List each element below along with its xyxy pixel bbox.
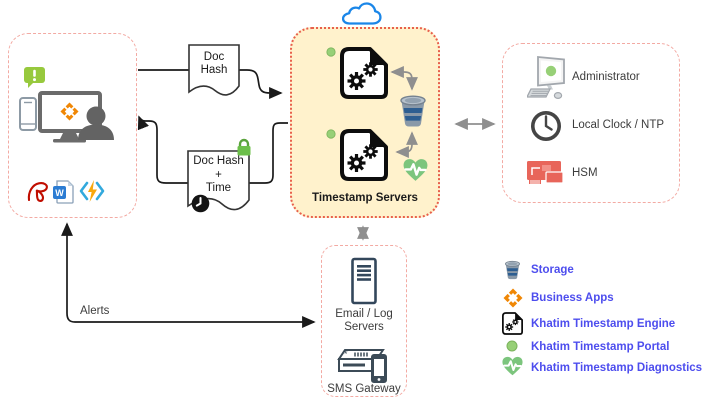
email-log-servers-label: Email / Log Servers [335,308,393,333]
legend-business-apps-icon [503,288,523,308]
hsm-label: HSM [572,167,598,179]
cloud-icon [342,2,382,25]
engine-icon-1 [340,47,388,99]
engine1-storage-arrow [390,66,418,91]
business-users-icons: W [19,67,114,204]
storage-icon [400,95,426,128]
smartphone-icon [19,97,37,131]
sms-gateway-label: SMS Gateway [327,383,401,395]
timestamp-servers-label: Timestamp Servers [312,192,418,204]
sms-modem-icon: * [337,349,387,383]
engine-icon-2 [340,129,388,181]
code-bolt-icon [79,180,105,202]
doc-hash-label-line2: Hash [201,64,228,76]
portal-dot-2 [326,129,336,139]
hsm-card-icon [527,161,564,184]
lock-icon [237,138,251,156]
alert-bubble-icon [24,67,45,88]
legend-storage-label: Storage [531,264,574,276]
doc-hash-time-line2: + [215,169,222,181]
legend-portal-label: Khatim Timestamp Portal [531,341,670,353]
legend-diagnostics-label: Khatim Timestamp Diagnostics [531,362,703,374]
pdf-icon [27,182,48,202]
svg-text:W: W [55,188,64,198]
legend-engine-icon [502,312,523,335]
clock-icon [531,111,561,141]
timestamp-clock-badge-icon [191,194,210,213]
engine2-storage-arrow [395,131,418,158]
legend-engine-label: Khatim Timestamp Engine [531,318,676,330]
alerts-label: Alerts [80,305,110,317]
doc-hash-label-line1: Doc [204,51,225,63]
legend-portal-icon [506,340,518,352]
doc-hash-time-line3: Time [206,182,231,194]
doc-hash-time-return-arrow [137,115,288,184]
legend-storage-icon [505,260,520,280]
portal-dot-1 [326,47,336,57]
alerts-arrow [61,222,316,328]
doc-hash-shape: Doc Hash [188,44,240,96]
word-doc-icon: W [53,180,74,204]
doc-hash-forward-arrow [138,69,283,99]
local-clock-ntp-label: Local Clock / NTP [572,119,665,131]
user-icon [78,106,114,140]
doc-hash-time-shape: Doc Hash + Time [187,138,251,213]
legend-business-apps-label: Business Apps [531,292,614,304]
workstation-icon [527,56,565,99]
legend-diagnostics-icon [501,356,524,377]
doc-hash-time-line1: Doc Hash [193,155,244,167]
administrator-label: Administrator [572,71,640,83]
diagnostics-heart-icon [402,158,429,183]
svg-text:*: * [344,349,348,359]
server-tower-icon [351,257,377,305]
